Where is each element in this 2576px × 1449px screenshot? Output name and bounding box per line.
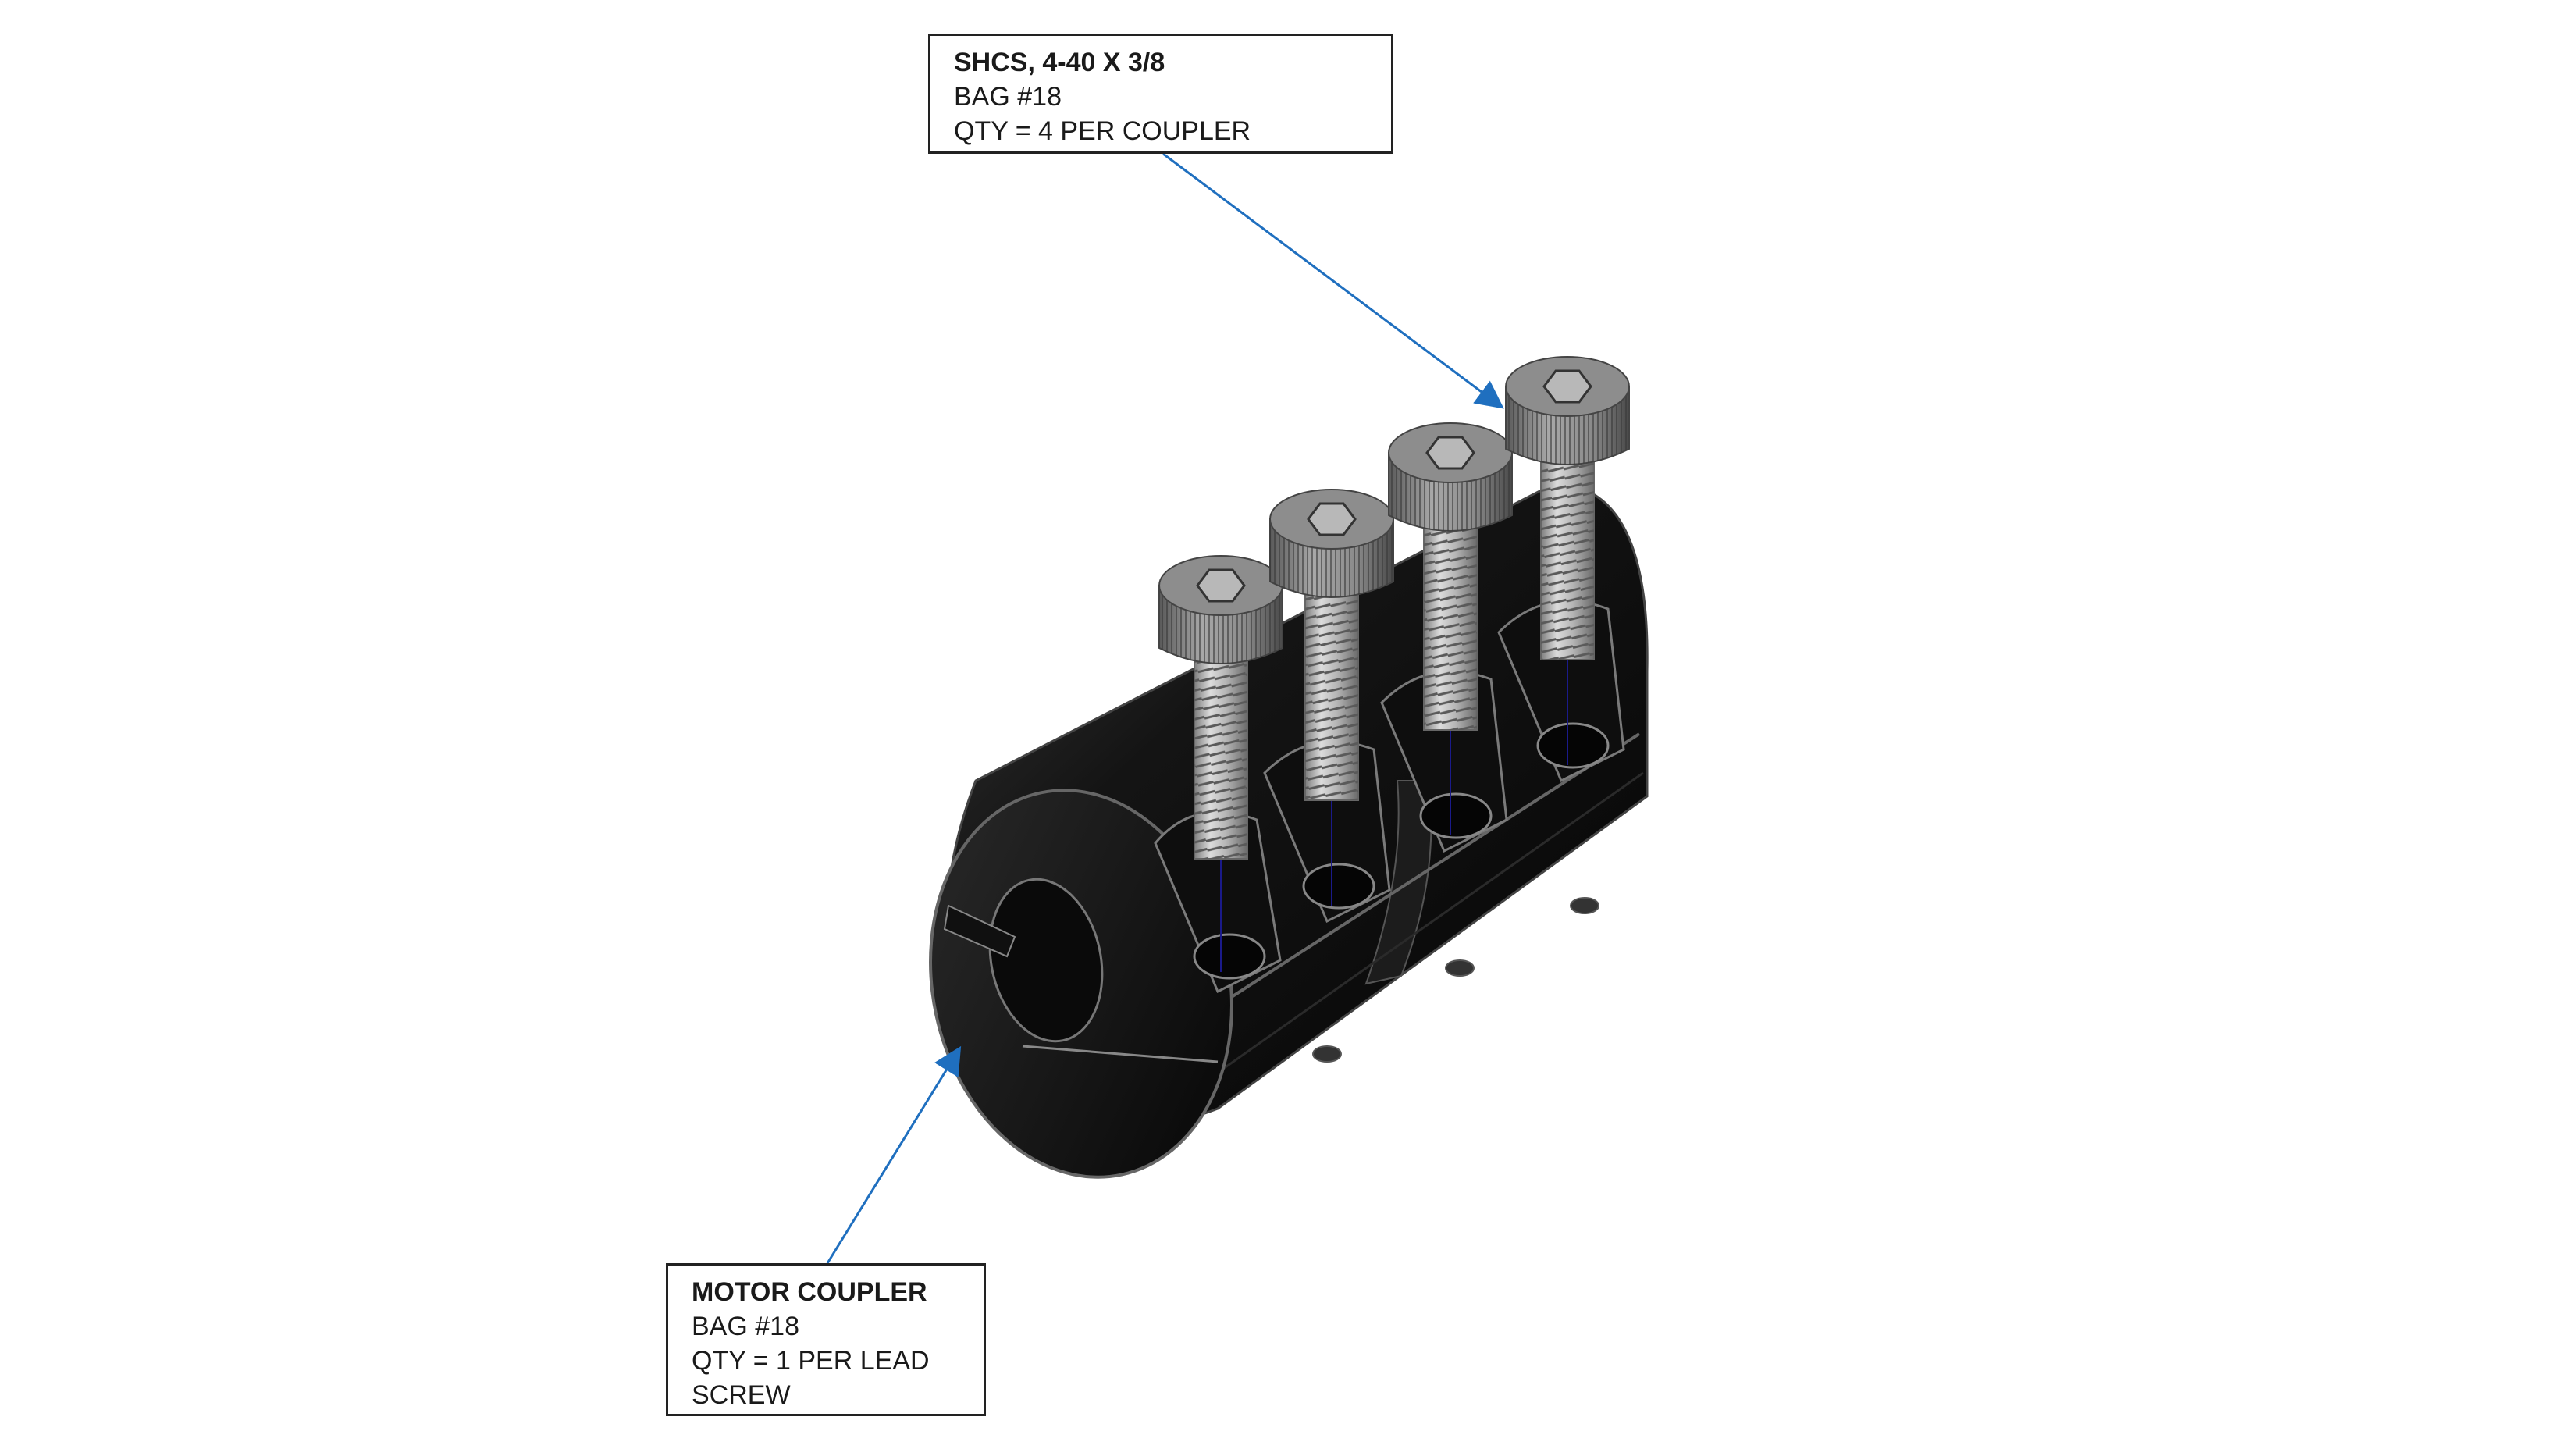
callout-title: MOTOR COUPLER (692, 1277, 927, 1307)
hex-socket-icon (1542, 369, 1592, 404)
hex-socket-icon (1425, 436, 1475, 470)
callout-line: BAG #18 (954, 82, 1062, 112)
leader-arrow-coupler (826, 1045, 962, 1264)
callout-motor-coupler: MOTOR COUPLER BAG #18 QTY = 1 PER LEAD S… (666, 1263, 986, 1416)
callout-line: QTY = 4 PER COUPLER (954, 116, 1251, 146)
screw-threads (1541, 449, 1594, 660)
callout-line: QTY = 1 PER LEAD (692, 1346, 930, 1376)
cap-screw (1158, 555, 1283, 860)
leader-arrow-shcs (1162, 152, 1504, 409)
screw-hole (1193, 933, 1266, 980)
screw-hole (1536, 722, 1610, 769)
hex-socket-icon (1307, 502, 1357, 536)
screw-hole (1302, 863, 1375, 910)
coupler-clamp-slot-top (1154, 732, 1641, 1048)
screw-threads (1194, 648, 1247, 859)
callout-shcs: SHCS, 4-40 X 3/8 BAG #18 QTY = 4 PER COU… (928, 34, 1393, 154)
socket-head-cap-screws (1158, 356, 1630, 860)
cap-screw (1388, 422, 1513, 731)
callout-line: BAG #18 (692, 1312, 799, 1341)
hex-socket-icon (1196, 568, 1246, 603)
screw-threads (1424, 515, 1477, 730)
cap-screw (1269, 489, 1394, 801)
coupler-clamp-slot-lower (1194, 771, 1644, 1091)
coupler-keyway (943, 904, 1016, 958)
callout-line: SCREW (692, 1380, 791, 1410)
coupler-face-slot (1022, 1045, 1219, 1063)
cap-screw (1505, 356, 1630, 660)
side-hole (1570, 897, 1599, 914)
side-hole (1312, 1045, 1342, 1063)
coupler-bore (988, 878, 1104, 1043)
screw-threads (1305, 582, 1358, 800)
side-hole (1445, 959, 1475, 977)
callout-title: SHCS, 4-40 X 3/8 (954, 48, 1165, 77)
screw-hole (1419, 792, 1493, 839)
